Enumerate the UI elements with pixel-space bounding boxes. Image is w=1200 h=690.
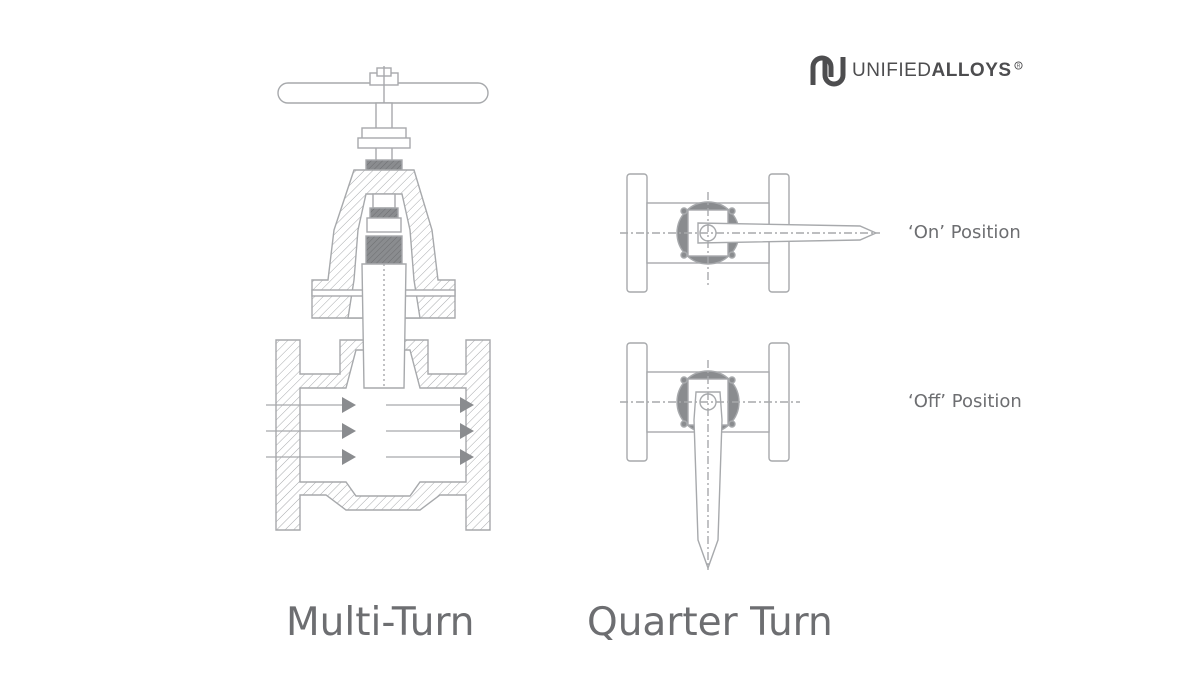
handwheel [277, 66, 489, 110]
brand-prefix: UNIFIED [852, 60, 932, 81]
flow-arrow-icon [386, 449, 474, 465]
multi-turn-caption: Multi-Turn [286, 600, 475, 645]
brand-logo: UNIFIEDALLOYS R [810, 54, 1023, 88]
ball-valve-off-drawing [620, 342, 800, 571]
gate-valve-drawing [275, 66, 491, 531]
flow-arrow-icon [266, 397, 356, 413]
flow-arrow-icon [266, 423, 356, 439]
off-position-label: ‘Off’ Position [908, 391, 1022, 412]
brand-name: UNIFIEDALLOYS [852, 60, 1012, 82]
svg-text:R: R [1016, 63, 1020, 69]
ball-valve-on-drawing [620, 173, 880, 293]
brand-suffix: ALLOYS [931, 60, 1012, 81]
registered-mark-icon: R [1014, 60, 1023, 70]
flow-arrows [266, 397, 474, 465]
unified-alloys-u-logo-icon [810, 55, 846, 87]
flow-arrow-icon [386, 397, 474, 413]
quarter-turn-caption: Quarter Turn [587, 600, 833, 645]
flow-arrow-icon [266, 449, 356, 465]
flow-arrow-icon [386, 423, 474, 439]
on-position-label: ‘On’ Position [908, 222, 1021, 243]
